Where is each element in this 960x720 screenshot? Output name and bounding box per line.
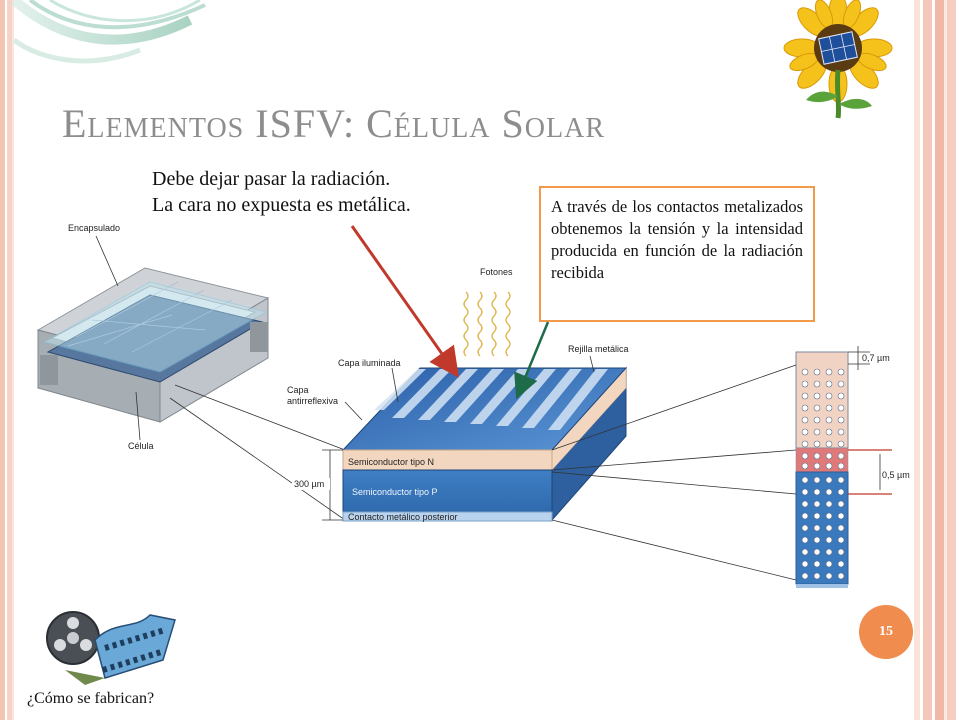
label-contacto-posterior: Contacto metálico posterior (348, 512, 458, 522)
label-05um: 0,5 µm (882, 470, 910, 480)
contacts-callout: A través de los contactos metalizados ob… (539, 186, 815, 322)
label-300um: 300 µm (294, 479, 324, 489)
note-line-1: Debe dejar pasar la radiación. (152, 168, 391, 190)
module-cell-grid (67, 281, 233, 353)
red-arrow (350, 225, 459, 378)
sunflower-solar-panel-icon (783, 0, 893, 119)
layer-zoom-column: 0,7 µm 0,5 µm (795, 346, 910, 588)
label-capa-iluminada: Capa iluminada (338, 358, 401, 368)
label-celula: Célula (128, 441, 154, 451)
right-frame-band (914, 0, 960, 720)
label-fotones: Fotones (480, 267, 513, 277)
green-arrow (514, 321, 550, 400)
label-semiconductor-p: Semiconductor tipo P (352, 487, 438, 497)
page-number-badge: 15 (859, 605, 913, 659)
left-frame-band (0, 0, 14, 720)
green-swirl-decoration (10, 0, 206, 64)
radiation-note: Debe dejar pasar la radiación. La cara n… (152, 166, 411, 218)
carrier-dots (801, 368, 845, 580)
label-capa-antirreflexiva-2: antirreflexiva (287, 396, 338, 406)
label-semiconductor-n: Semiconductor tipo N (348, 457, 434, 467)
slide-title: Elementos ISFV: Célula Solar (62, 101, 605, 146)
photons-waves (463, 291, 511, 357)
label-07um: 0,7 µm (862, 353, 890, 363)
label-capa-antirreflexiva-1: Capa (287, 385, 309, 395)
module-encapsulation (36, 267, 270, 423)
label-encapsulado: Encapsulado (68, 223, 120, 233)
fabrication-video-link[interactable]: ¿Cómo se fabrican? (27, 690, 155, 707)
film-reel-icon[interactable] (45, 600, 185, 685)
label-rejilla-metalica: Rejilla metálica (568, 344, 629, 354)
note-line-2: La cara no expuesta es metálica. (152, 194, 411, 216)
solar-cell-block (341, 366, 628, 522)
